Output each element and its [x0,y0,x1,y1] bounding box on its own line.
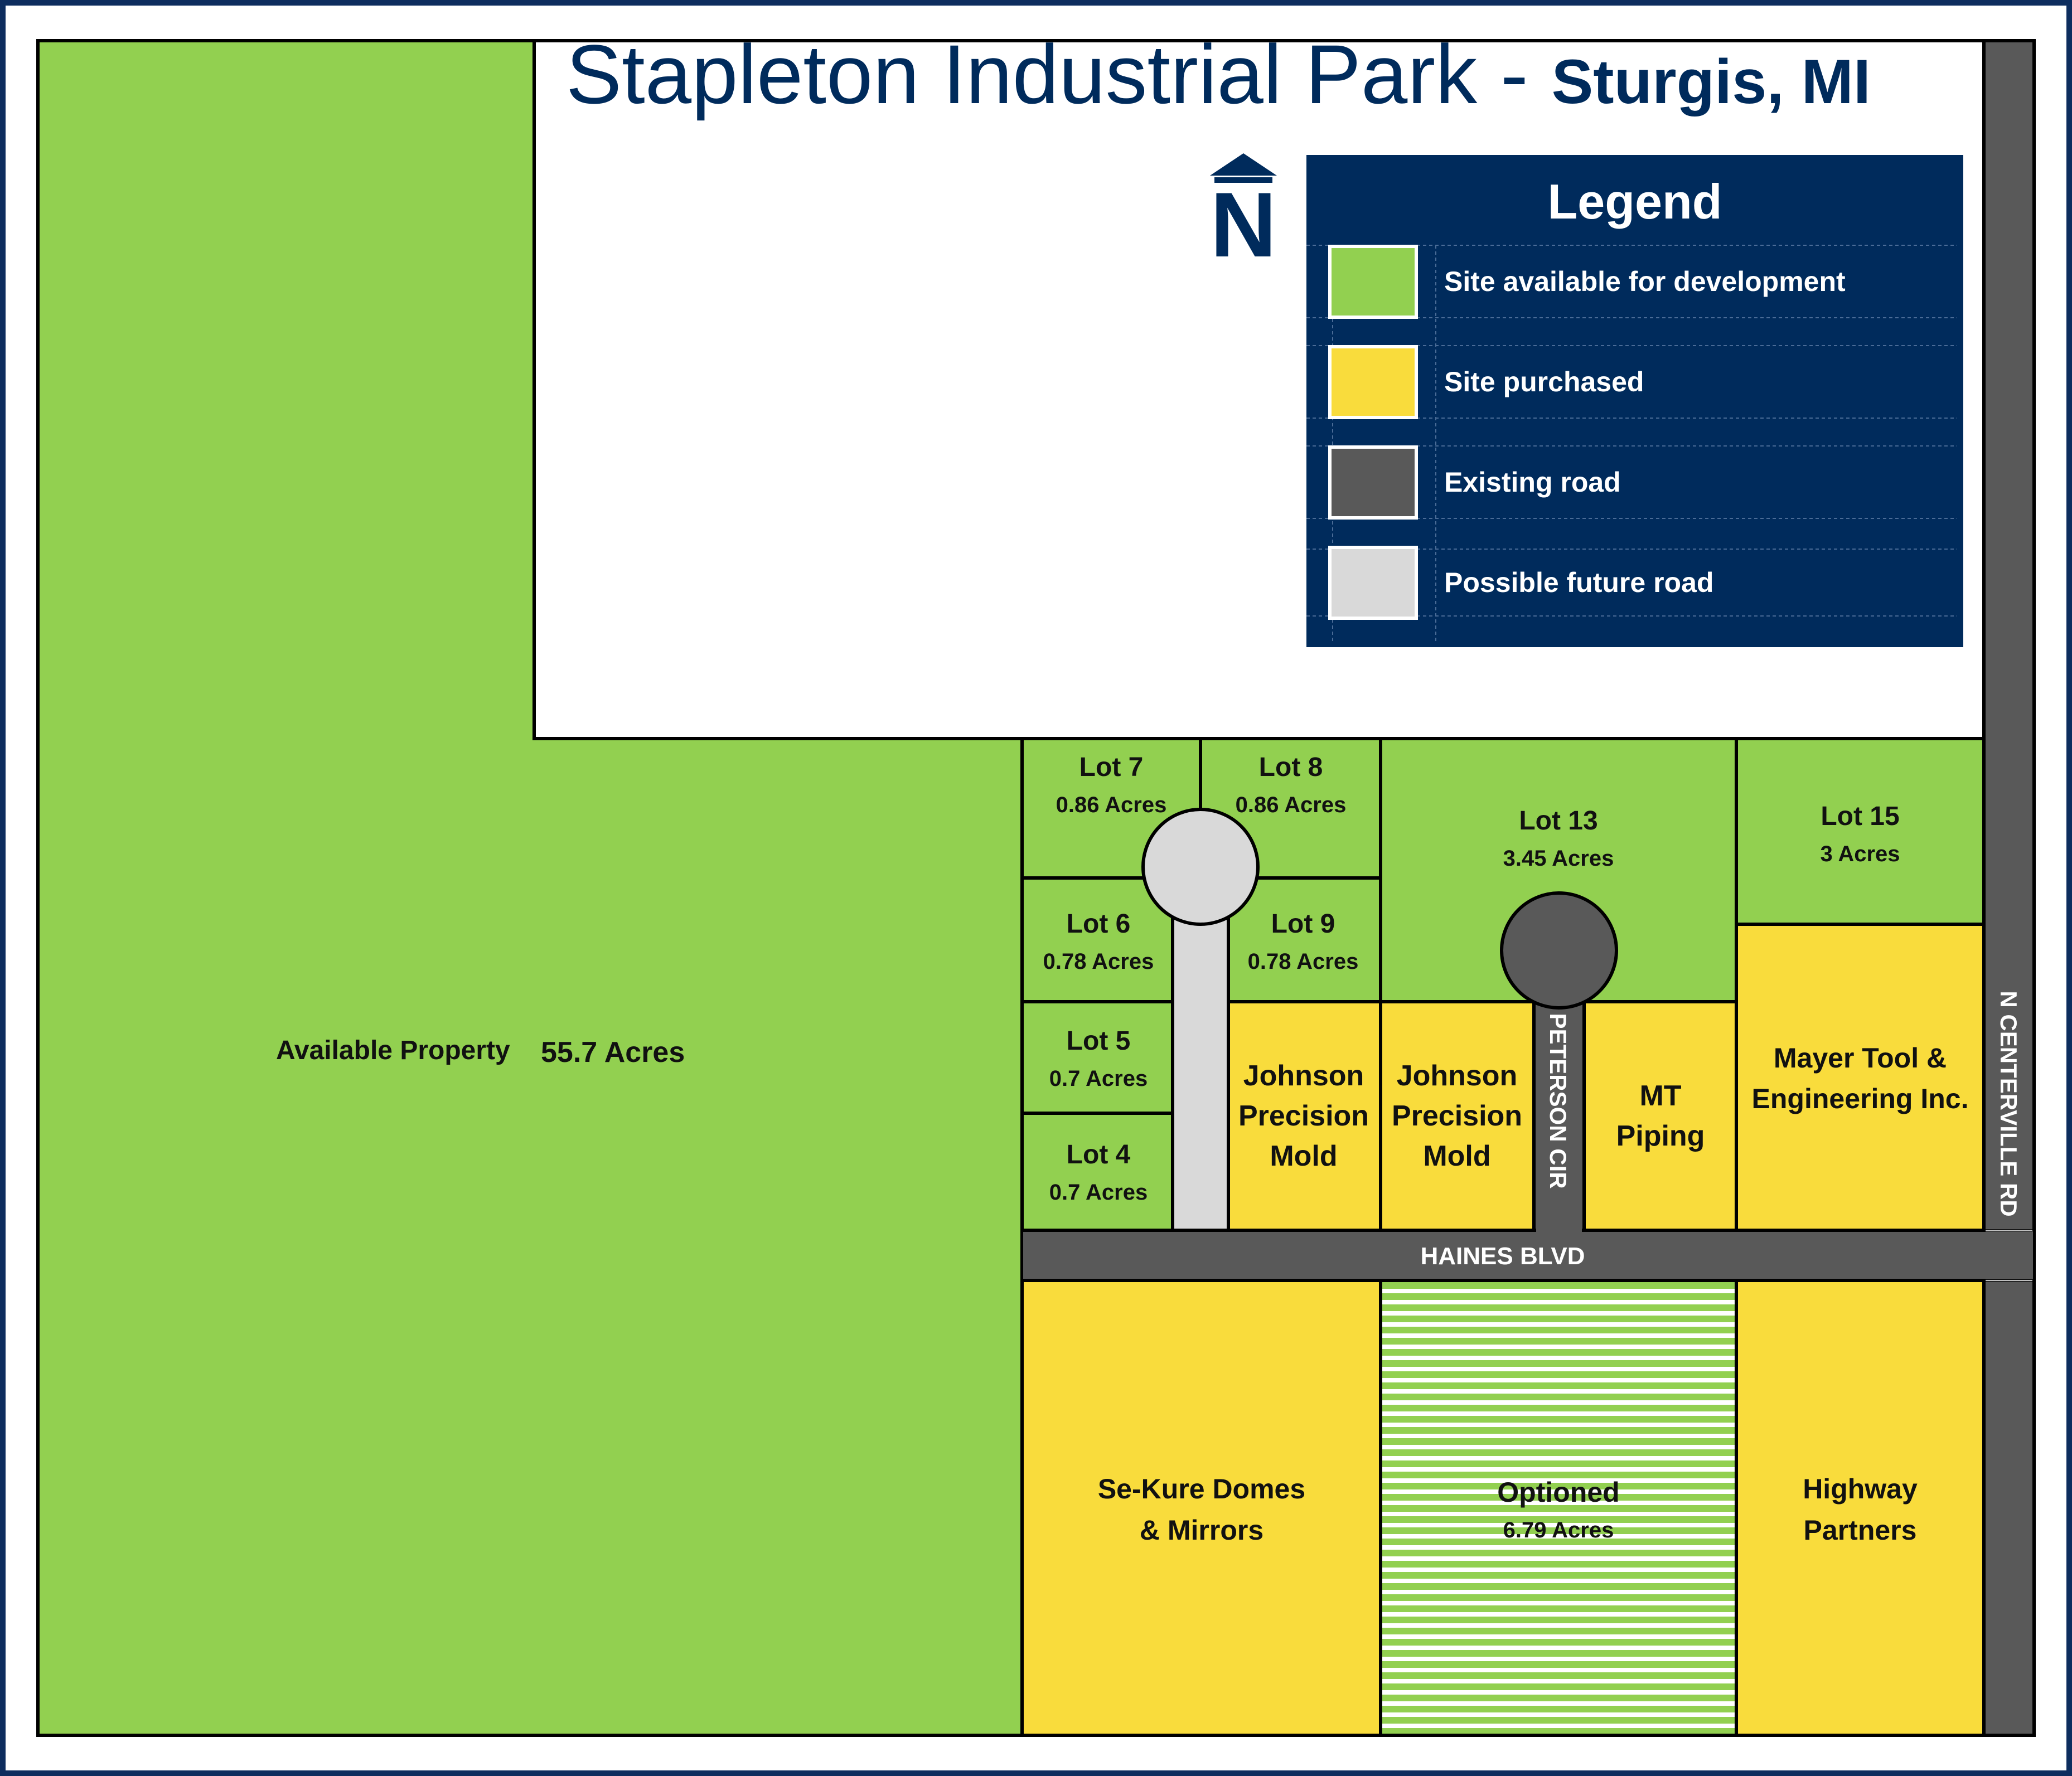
lot8-name: Lot 8 [1259,753,1323,782]
mt-piping-line1: MT [1639,1080,1681,1112]
legend-label-available: Site available for development [1444,266,1846,297]
highway-line2: Partners [1804,1515,1917,1546]
highway-line1: Highway [1803,1473,1918,1505]
peterson-joint [1536,964,1582,998]
parcel-lot15[interactable] [1735,737,1986,926]
lot9-acres: 0.78 Acres [1248,949,1359,974]
parcel-lot6[interactable] [1020,876,1174,1003]
peterson-haines-joint [1536,1226,1582,1234]
lot4-acres: 0.7 Acres [1049,1180,1148,1205]
legend-swatch-future-road [1328,546,1418,620]
map-title-main: Stapleton Industrial Park - [566,27,1552,121]
north-arrow-icon: N [1210,153,1277,276]
lot6-name: Lot 6 [1067,909,1131,939]
optioned-acres: 6.79 Acres [1503,1518,1614,1542]
parcel-lot5[interactable] [1020,1000,1174,1115]
optioned-name: Optioned [1497,1477,1619,1508]
mayer-line2: Engineering Inc. [1752,1083,1969,1114]
lot6-acres: 0.78 Acres [1043,949,1154,974]
johnson2-line3: Mold [1423,1140,1490,1172]
lot15-acres: 3 Acres [1820,842,1900,866]
lot9-name: Lot 9 [1271,909,1335,939]
road-haines-blvd[interactable] [1021,1229,2035,1282]
road-label-peterson: PETERSON CIR [1545,1013,1571,1188]
future-road-culdesac[interactable] [1141,808,1260,926]
lot8-acres: 0.86 Acres [1236,793,1347,817]
legend: Legend Site available for development Si… [1306,155,1963,647]
parcel-mt-piping[interactable] [1582,1000,1738,1232]
road-n-centerville[interactable] [1982,39,2036,1737]
road-peterson-cir-stem[interactable] [1532,968,1586,1232]
legend-swatch-purchased [1328,345,1418,419]
legend-swatch-available [1328,245,1418,319]
intersection-haines-centerville [1986,1232,2032,1279]
parcel-lot4[interactable] [1020,1112,1174,1232]
road-label-centerville: N CENTERVILLE RD [1996,991,2022,1216]
johnson1-line1: Johnson [1243,1060,1364,1092]
parcel-highway-partners[interactable] [1735,1279,1986,1737]
parcel-se-kure[interactable] [1020,1279,1382,1737]
map-title: Stapleton Industrial Park - Sturgis, MI [566,27,1871,121]
road-peterson-cir-culdesac[interactable] [1500,891,1618,1010]
north-label: N [1210,173,1276,276]
legend-label-existing-road: Existing road [1444,467,1621,498]
mt-piping-line2: Piping [1616,1120,1705,1152]
johnson2-line1: Johnson [1397,1060,1518,1092]
lot15-name: Lot 15 [1821,802,1899,831]
legend-swatch-existing-road [1328,445,1418,520]
future-road-stem[interactable] [1171,890,1230,1232]
parcel-johnson-precision-mold-1[interactable] [1227,1000,1382,1232]
johnson2-line2: Precision [1392,1100,1522,1132]
map-title-city: Sturgis, MI [1552,47,1871,117]
johnson1-line2: Precision [1238,1100,1369,1132]
sekure-line1: Se-Kure Domes [1098,1473,1305,1505]
mayer-line1: Mayer Tool & [1774,1042,1947,1074]
parcel-lot9[interactable] [1227,876,1382,1003]
johnson1-line3: Mold [1270,1140,1337,1172]
lot5-name: Lot 5 [1067,1026,1131,1056]
lot5-acres: 0.7 Acres [1049,1066,1148,1091]
lot13-acres: 3.45 Acres [1503,846,1614,871]
lot7-name: Lot 7 [1079,753,1144,782]
parcel-johnson-precision-mold-2[interactable] [1379,1000,1536,1232]
legend-title: Legend [1548,174,1722,229]
lot13-name: Lot 13 [1519,806,1597,836]
future-road-joint [1175,886,1226,909]
available-property-name: Available Property [276,1036,510,1065]
legend-dividers [1306,245,1957,641]
lot4-name: Lot 4 [1067,1140,1131,1170]
legend-label-future-road: Possible future road [1444,567,1713,598]
lot7-acres: 0.86 Acres [1056,793,1167,817]
available-property-acres: 55.7 Acres [541,1036,685,1069]
legend-label-purchased: Site purchased [1444,366,1644,397]
sekure-line2: & Mirrors [1140,1515,1263,1546]
road-label-haines: HAINES BLVD [1421,1243,1585,1270]
parcel-mayer-tool[interactable] [1735,923,1986,1232]
parcel-optioned[interactable] [1379,1279,1738,1737]
